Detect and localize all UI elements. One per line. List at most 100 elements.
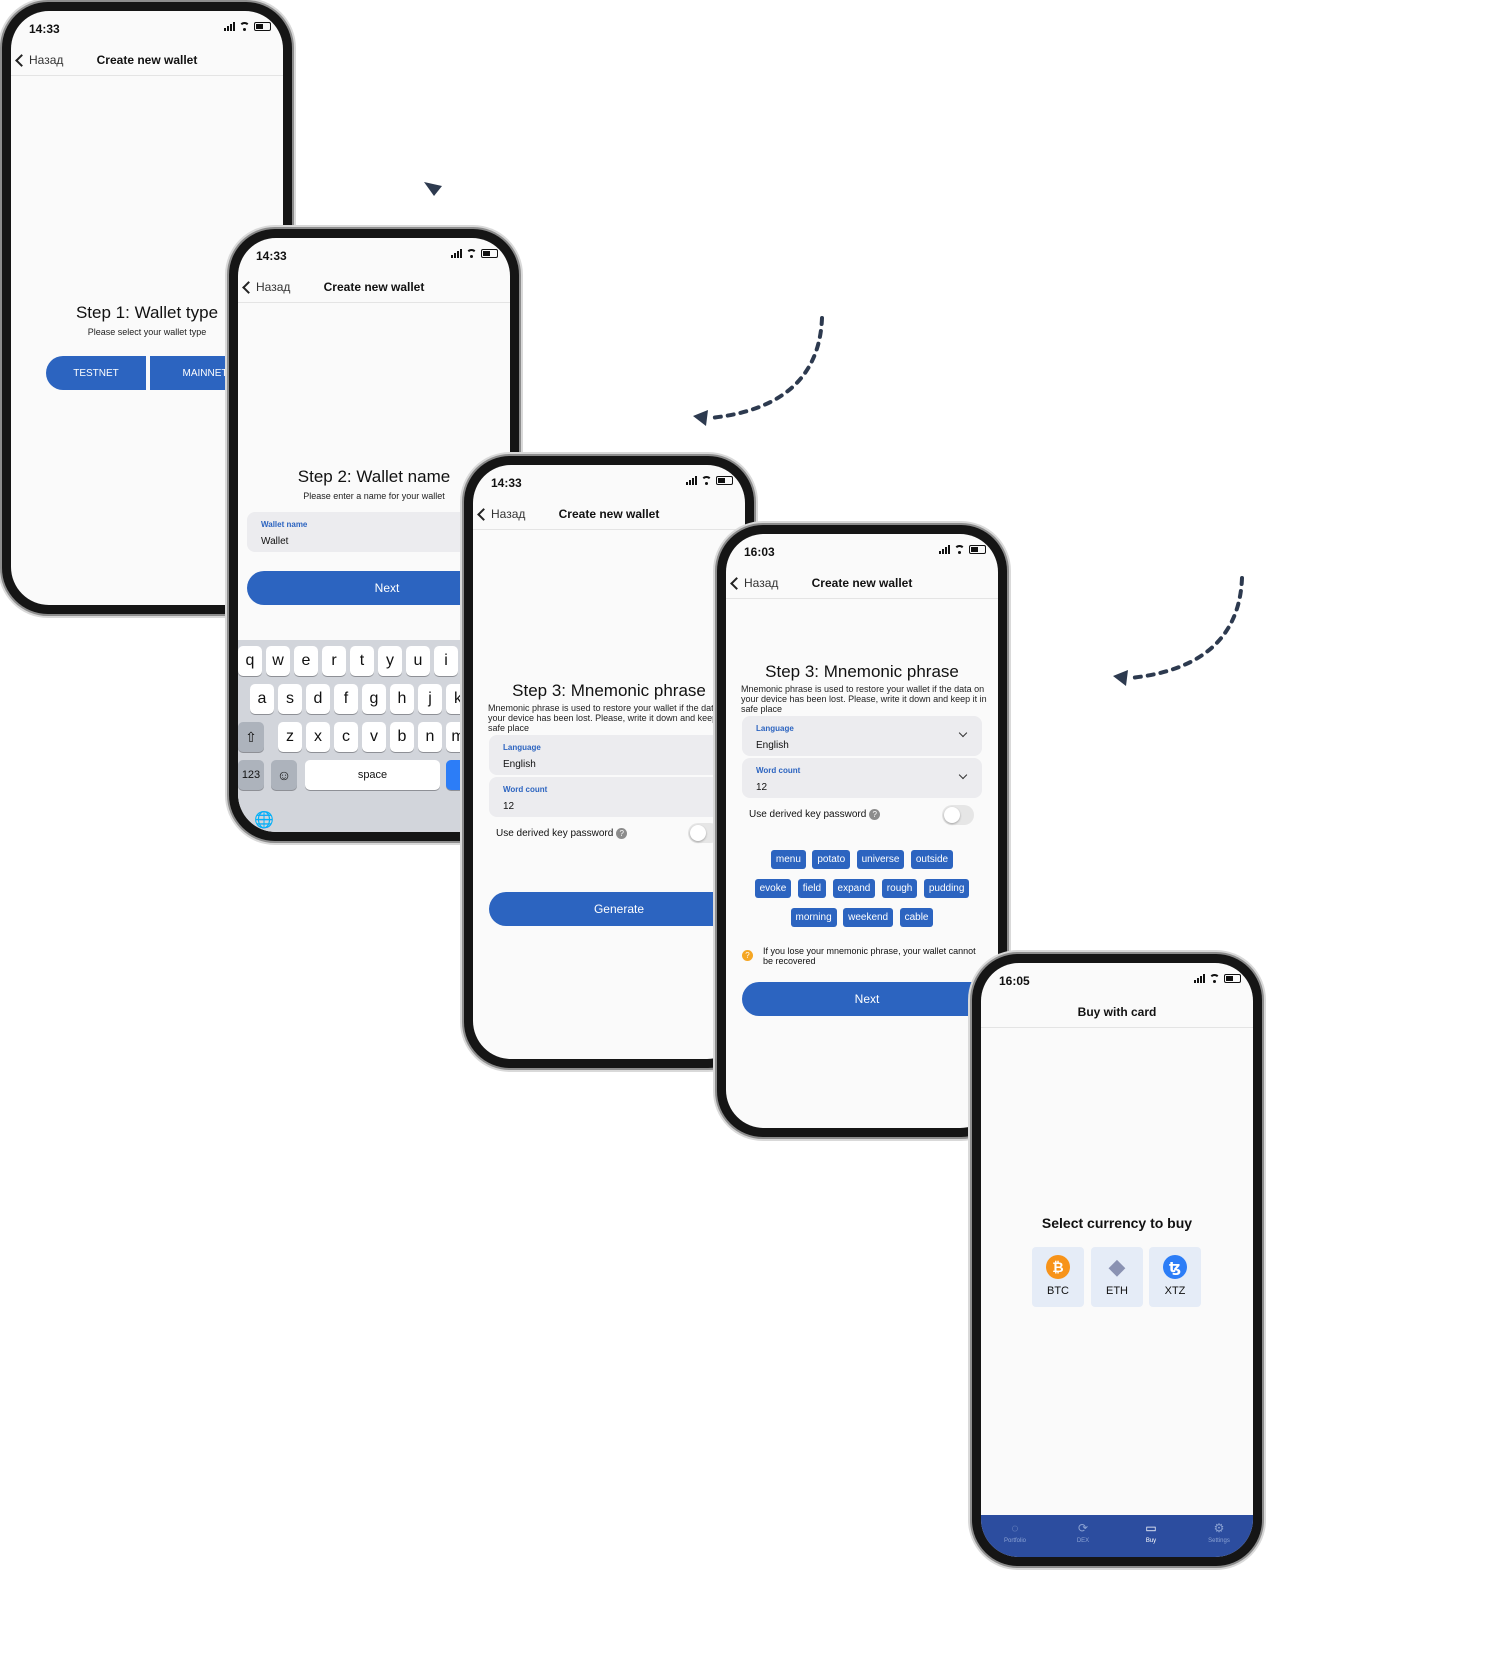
key-e[interactable]: e (294, 646, 318, 676)
word-count-select[interactable]: Word count 12 (489, 777, 737, 817)
tab-label: Settings (1208, 1538, 1230, 1544)
tab-portfolio[interactable]: ◌Portfolio (981, 1515, 1049, 1557)
key-x[interactable]: x (306, 722, 330, 752)
key-v[interactable]: v (362, 722, 386, 752)
nav-bar: Назад Create new wallet (726, 568, 998, 599)
derived-key-label: Use derived key password (749, 809, 867, 821)
word-row-2: evoke field expand rough pudding (726, 878, 998, 898)
space-key[interactable]: space (305, 760, 440, 790)
back-button[interactable]: Назад (730, 576, 779, 590)
key-i[interactable]: i (434, 646, 458, 676)
generate-button[interactable]: Generate (489, 892, 745, 926)
return-key[interactable] (446, 760, 466, 790)
key-h[interactable]: h (390, 684, 414, 714)
status-bar: 16:05 (981, 963, 1253, 997)
key-a[interactable]: a (250, 684, 274, 714)
derived-key-label: Use derived key password (496, 828, 614, 840)
key-n[interactable]: n (418, 722, 442, 752)
help-icon[interactable]: ? (616, 828, 628, 839)
language-select[interactable]: Language English (742, 716, 982, 756)
battery-icon (969, 545, 986, 554)
word-row-1: menu potato universe outside (726, 849, 998, 869)
key-q[interactable]: q (238, 646, 262, 676)
tab-label: Buy (1145, 1538, 1157, 1544)
key-w[interactable]: w (266, 646, 290, 676)
signal-icon (451, 249, 462, 258)
status-time: 14:33 (29, 22, 60, 36)
step-subheading: Please select your wallet type (87, 327, 207, 337)
nav-bar: Назад Create new wallet (11, 45, 283, 76)
currency-eth[interactable]: ◆ ETH (1091, 1247, 1143, 1307)
language-select[interactable]: Language English (489, 735, 737, 775)
key-t[interactable]: t (350, 646, 374, 676)
derived-key-row: Use derived key password? (496, 828, 628, 840)
emoji-key[interactable]: ☺ (271, 760, 297, 790)
back-label: Назад (29, 53, 64, 67)
key-z[interactable]: z (278, 722, 302, 752)
step-subheading: Please enter a name for your wallet (303, 491, 445, 501)
field-label: Language (756, 724, 794, 733)
key-s[interactable]: s (278, 684, 302, 714)
key-f[interactable]: f (334, 684, 358, 714)
key-j[interactable]: j (418, 684, 442, 714)
mnemonic-word: menu (770, 850, 806, 869)
warning-row: ? If you lose your mnemonic phrase, your… (742, 946, 978, 966)
mnemonic-word: universe (856, 850, 905, 869)
currency-xtz[interactable]: ꜩ XTZ (1149, 1247, 1201, 1307)
status-time: 14:33 (256, 249, 287, 263)
tab-buy[interactable]: ▭ Buy (1117, 1515, 1185, 1557)
back-label: Назад (256, 280, 291, 294)
nav-title: Create new wallet (323, 280, 425, 294)
help-icon[interactable]: ? (869, 809, 881, 820)
key-d[interactable]: d (306, 684, 330, 714)
warning-icon: ? (742, 950, 753, 961)
status-bar: 14:33 (473, 465, 745, 499)
key-g[interactable]: g (362, 684, 386, 714)
step-description: Mnemonic phrase is used to restore your … (741, 684, 987, 714)
currency-btc[interactable]: ₿ BTC (1032, 1247, 1084, 1307)
key-y[interactable]: y (378, 646, 402, 676)
testnet-button[interactable]: TESTNET (46, 356, 146, 390)
mnemonic-word: weekend (843, 908, 894, 927)
back-button[interactable]: Назад (242, 280, 291, 294)
field-value: English (756, 740, 789, 751)
signal-icon (686, 476, 697, 485)
tab-dex[interactable]: ⟳DEX (1049, 1515, 1117, 1557)
back-button[interactable]: Назад (477, 507, 525, 521)
signal-icon (224, 22, 235, 31)
derived-key-toggle[interactable] (688, 823, 720, 843)
key-b[interactable]: b (390, 722, 414, 752)
step-description: Mnemonic phrase is used to restore your … (488, 703, 734, 733)
status-time: 14:33 (491, 476, 522, 490)
next-button[interactable]: Next (742, 982, 992, 1016)
signal-icon (1194, 974, 1205, 983)
dex-icon: ⟳ (1077, 1521, 1089, 1535)
phone-step3-generate: 14:33 Назад Create new wallet Step 3: Mn… (464, 456, 754, 1068)
nav-title: Create new wallet (96, 53, 198, 67)
mnemonic-word: pudding (923, 879, 970, 898)
tab-settings[interactable]: ⚙Settings (1185, 1515, 1253, 1557)
key-u[interactable]: u (406, 646, 430, 676)
wifi-icon (701, 476, 712, 485)
wifi-icon (1209, 974, 1220, 983)
word-count-select[interactable]: Word count 12 (742, 758, 982, 798)
status-time: 16:05 (999, 974, 1030, 988)
card-icon: ▭ (1145, 1521, 1157, 1535)
chevron-down-icon (958, 770, 968, 780)
back-label: Назад (744, 576, 779, 590)
back-button[interactable]: Назад (15, 53, 64, 67)
key-r[interactable]: r (322, 646, 346, 676)
signal-icon (939, 545, 950, 554)
globe-icon[interactable]: 🌐 (254, 812, 274, 829)
status-bar: 14:33 (11, 11, 283, 45)
shift-key[interactable]: ⇧ (238, 722, 264, 752)
battery-icon (1224, 974, 1241, 983)
numbers-key[interactable]: 123 (238, 760, 264, 790)
wallet-name-field[interactable]: Wallet name Wallet (247, 512, 507, 552)
field-label: Word count (503, 785, 548, 794)
mnemonic-word: expand (832, 879, 876, 898)
mnemonic-word: evoke (754, 879, 792, 898)
key-c[interactable]: c (334, 722, 358, 752)
derived-key-toggle[interactable] (942, 805, 974, 825)
